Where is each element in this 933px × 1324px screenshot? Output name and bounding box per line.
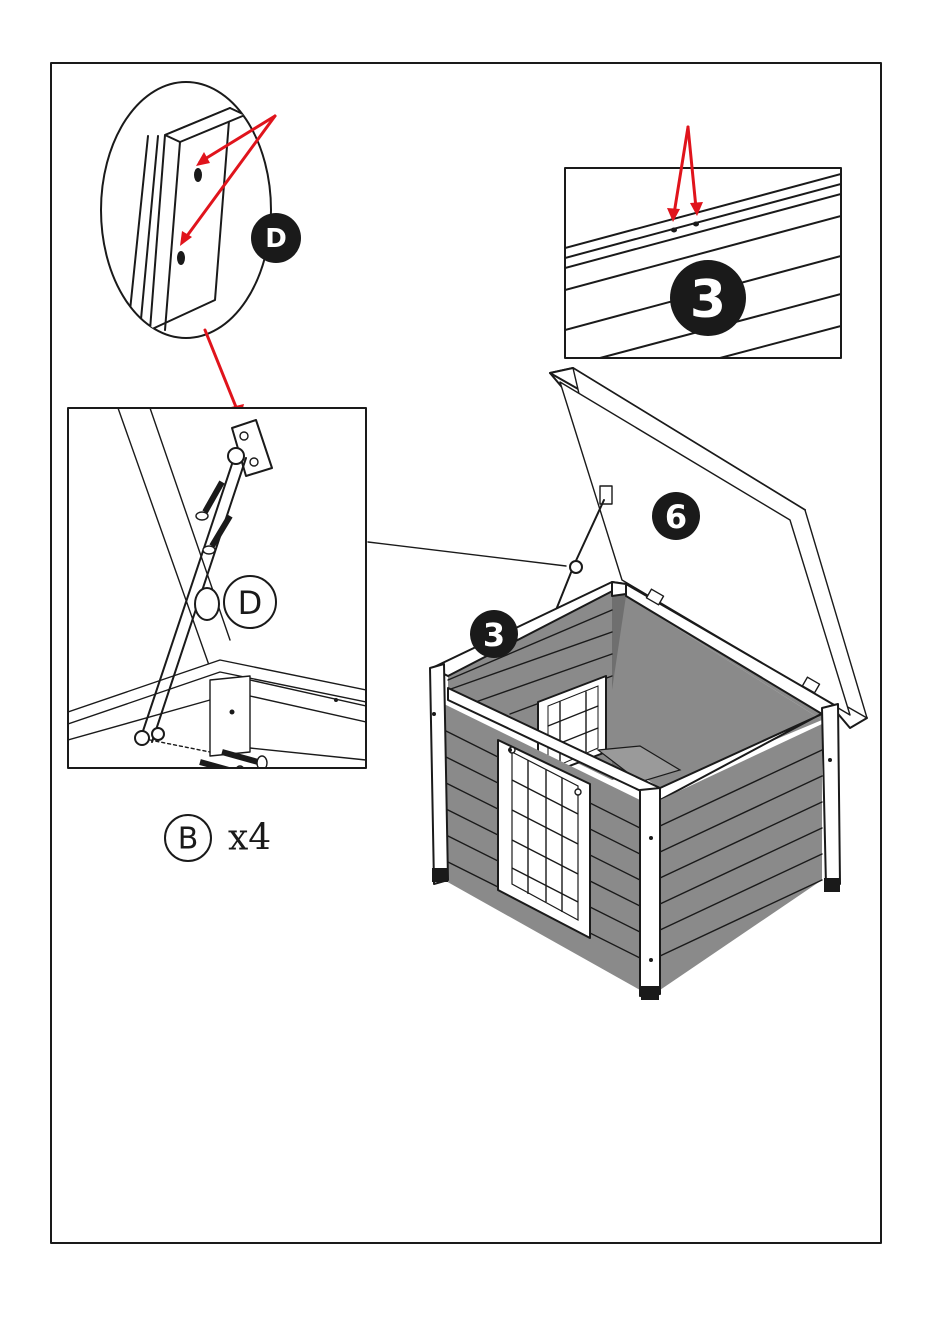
hinge-pivot — [195, 588, 219, 620]
corner-post — [640, 788, 660, 996]
hinge-plate-detail: D — [101, 82, 301, 420]
pet-house-illustration: 6 — [430, 368, 867, 1000]
part-label-6: 6 — [665, 498, 687, 536]
part-label-d-detail: D — [238, 584, 263, 622]
corner-post — [430, 664, 448, 884]
quantity-label: x4 — [228, 818, 271, 859]
part-label-3-inset: 3 — [690, 270, 726, 330]
panel-3-inset: 3 — [565, 127, 841, 358]
screw-hole — [671, 228, 677, 233]
screw-hole — [177, 251, 185, 265]
part-label-3: 3 — [483, 616, 505, 654]
part-label-d: D — [265, 224, 287, 254]
screw-hole — [194, 168, 202, 182]
screw-hole — [693, 222, 699, 227]
part-label-b: B — [178, 822, 199, 857]
hinge-plate — [150, 108, 230, 330]
screw-quantity: B x4 — [165, 815, 271, 861]
hinge-arm-detail: D — [68, 408, 366, 780]
corner-post — [822, 704, 840, 886]
